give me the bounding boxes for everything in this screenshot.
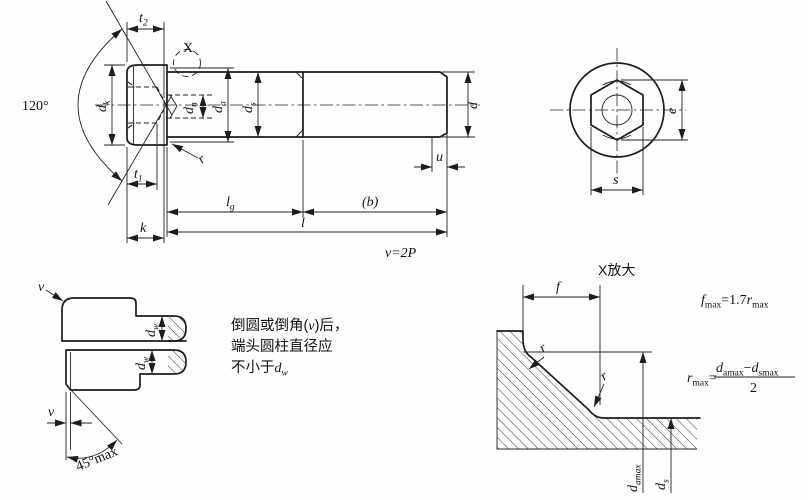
- formula-rmax-denominator: 2: [750, 381, 757, 396]
- label-s: s: [613, 173, 619, 188]
- x-magnified-detail-view: X放大 f r r damax ds fmax=1.7rmax rmax= da…: [496, 262, 795, 493]
- head-edge-detail-view: dw v dw v 45°max: [38, 280, 187, 475]
- gauge-stub-1-hatch: [168, 316, 186, 341]
- label-b: (b): [362, 195, 379, 210]
- label-v-dim: v: [48, 405, 55, 420]
- detail-x-circle: [173, 49, 201, 77]
- v-leader: [45, 289, 64, 302]
- head-circle: [569, 62, 665, 158]
- main-side-view: 120° t2 X dn da ds dk d u: [22, 0, 481, 261]
- r-leader: [171, 143, 199, 159]
- chamfer-45-line: [69, 388, 123, 445]
- label-dn: dn: [182, 102, 200, 114]
- hex-socket-hidden-lines: [127, 81, 167, 129]
- label-ds: ds: [241, 102, 259, 113]
- label-t1: t1: [134, 167, 143, 185]
- label-r: r: [195, 152, 209, 167]
- label-k: k: [140, 221, 147, 236]
- label-d: d: [466, 101, 481, 109]
- label-120deg: 120°: [22, 99, 49, 114]
- formula-rmax: rmax= damax−dsmax 2: [687, 361, 795, 396]
- label-lg: lg: [226, 195, 235, 213]
- label-dw-2: dw: [134, 356, 152, 370]
- label-t2: t2: [139, 11, 148, 29]
- detail-title: X放大: [598, 262, 635, 278]
- socket-cone-circle: [601, 94, 633, 126]
- angle-arc: [77, 28, 123, 182]
- label-v2p: v=2P: [385, 246, 417, 261]
- label-dk: dk: [95, 100, 113, 112]
- fillet-profile: [496, 330, 701, 419]
- thread-runout-marks: [295, 71, 304, 138]
- label-damax: damax: [626, 464, 644, 492]
- angle-45-arc: [66, 439, 118, 463]
- label-e: e: [665, 108, 680, 114]
- label-x-marker: X: [183, 41, 193, 56]
- label-f: f: [556, 280, 562, 295]
- section-hatch: [497, 331, 697, 449]
- label-da: da: [211, 101, 229, 113]
- label-dw-1: dw: [144, 323, 162, 337]
- label-r1: r: [537, 341, 551, 357]
- svg-text:rmax=: rmax=: [687, 371, 717, 389]
- label-l: l: [301, 216, 305, 231]
- note-line-3: 不小于dw: [231, 359, 289, 379]
- formula-rmax-numerator: damax−dsmax: [716, 361, 779, 379]
- note-text: 倒圆或倒角(v)后， 端头圆柱直径应 不小于dw: [231, 317, 348, 379]
- hex-socket: [590, 79, 644, 141]
- rounded-head-outline: [61, 297, 187, 342]
- label-45max: 45°max: [74, 444, 120, 474]
- note-line-2: 端头圆柱直径应: [231, 337, 333, 355]
- shank-outline: [166, 71, 448, 138]
- formula-fmax: fmax=1.7rmax: [701, 293, 769, 311]
- end-view: e s: [550, 48, 688, 195]
- socket-chamfer-arcs: [602, 80, 632, 140]
- screw-head-outline: [126, 64, 168, 146]
- gauge-stub-2-hatch: [168, 350, 186, 374]
- chamfered-head-outline: [65, 349, 169, 391]
- r2-leader: [593, 383, 605, 408]
- label-ds2: ds: [654, 479, 672, 490]
- r1-leader: [528, 356, 545, 370]
- label-u: u: [436, 150, 443, 165]
- note-line-1: 倒圆或倒角(v)后，: [231, 317, 348, 334]
- label-v-leader: v: [38, 280, 45, 295]
- cone-construction-lines: [105, 0, 173, 206]
